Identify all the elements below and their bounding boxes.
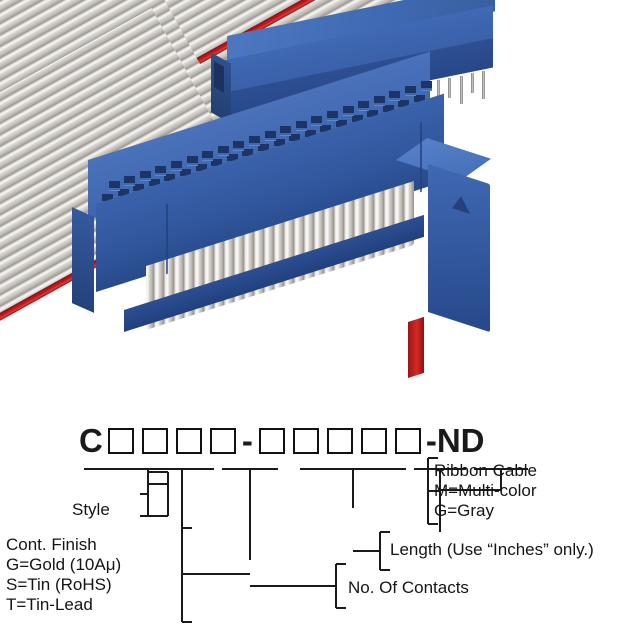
contact-hole <box>311 116 323 126</box>
callout-no-of-contacts-label: No. Of Contacts <box>348 578 469 597</box>
contact-hole <box>295 120 307 130</box>
contact-hole <box>102 194 113 203</box>
callout-ribbon-cable-option-gray: G=Gray <box>434 501 494 520</box>
contact-hole <box>273 139 285 149</box>
contact-hole <box>217 145 229 155</box>
contact-hole <box>186 155 198 165</box>
lower-connector-right-face <box>428 164 490 333</box>
contact-hole <box>373 96 385 106</box>
contact-hole <box>382 104 394 114</box>
contact-hole <box>389 91 401 101</box>
product-photo <box>0 0 603 412</box>
connector-pin <box>482 70 486 99</box>
contact-hole <box>264 130 276 140</box>
upper-connector-polarizing-notch <box>214 61 224 93</box>
callout-no-of-contacts: No. Of Contacts <box>348 578 469 598</box>
callout-contact-finish-option-tin: S=Tin (RoHS) <box>6 575 112 594</box>
contact-hole <box>367 109 379 119</box>
callout-contact-finish-option-tinlead: T=Tin-Lead <box>6 595 93 614</box>
callout-ribbon-cable: Ribbon Cable M=Multi-color G=Gray <box>434 461 537 521</box>
lower-connector <box>72 51 491 385</box>
contact-hole <box>242 149 254 159</box>
contact-hole <box>164 174 176 184</box>
pn-box-4[interactable] <box>209 427 236 454</box>
contact-hole <box>404 86 416 96</box>
callout-style: Style <box>72 500 110 520</box>
callout-contact-finish: Cont. Finish G=Gold (10Aμ) S=Tin (RoHS) … <box>6 535 121 615</box>
pn-box-2[interactable] <box>141 427 168 454</box>
contact-hole <box>180 169 191 179</box>
contact-hole <box>139 170 151 180</box>
contact-hole <box>326 111 338 121</box>
contact-hole <box>195 164 207 174</box>
callout-length-note: (Use “Inches” only.) <box>446 540 594 559</box>
connector-pin <box>471 73 474 94</box>
callout-contact-finish-option-gold: G=Gold (10Aμ) <box>6 555 122 574</box>
lower-connector-pin1-stripe <box>408 316 424 378</box>
contact-hole <box>248 135 260 145</box>
contact-hole <box>420 81 432 91</box>
contact-hole <box>280 125 292 135</box>
mold-seam <box>166 203 168 275</box>
callout-ribbon-cable-title: Ribbon Cable <box>434 461 538 480</box>
contact-hole <box>117 189 129 199</box>
contact-hole <box>148 179 160 189</box>
connector-pin <box>448 77 452 98</box>
contact-hole <box>202 150 214 160</box>
mold-seam <box>420 121 422 193</box>
contact-hole <box>351 114 363 124</box>
contact-hole <box>336 119 347 129</box>
callout-length: Length (Use “Inches” only.) <box>390 540 594 560</box>
contact-hole <box>320 124 332 134</box>
pn-suffix: -ND <box>425 422 485 459</box>
contact-hole <box>258 144 269 154</box>
callout-leader-lines <box>84 457 528 623</box>
pn-prefix: C <box>79 422 103 459</box>
pn-box-8[interactable] <box>360 427 387 454</box>
pn-box-9[interactable] <box>394 427 421 454</box>
pn-separator-1: - <box>241 422 253 459</box>
contact-hole <box>358 101 370 111</box>
contact-hole <box>398 99 410 109</box>
connector-pin <box>459 75 463 104</box>
pn-box-1[interactable] <box>107 427 134 454</box>
callout-contact-finish-title: Cont. Finish <box>6 535 97 554</box>
callout-length-label: Length <box>390 540 442 559</box>
pn-box-3[interactable] <box>175 427 202 454</box>
contact-hole <box>289 134 301 144</box>
contact-hole <box>155 165 167 175</box>
lower-connector-left-face <box>72 207 94 313</box>
pn-box-5[interactable] <box>258 427 285 454</box>
callout-style-label: Style <box>72 500 110 519</box>
contact-hole <box>124 175 136 185</box>
pn-box-7[interactable] <box>326 427 353 454</box>
contact-hole <box>226 154 238 164</box>
contact-hole <box>342 106 354 116</box>
contact-hole <box>108 180 120 190</box>
part-number-code: C - -ND <box>78 424 486 457</box>
contact-hole <box>170 160 182 170</box>
contact-hole <box>304 129 316 139</box>
callout-ribbon-cable-option-multicolor: M=Multi-color <box>434 481 537 500</box>
pn-box-6[interactable] <box>292 427 319 454</box>
contact-hole <box>133 184 145 194</box>
contact-hole <box>233 140 245 150</box>
contact-hole <box>211 159 223 169</box>
contact-hole <box>414 94 425 104</box>
part-number-breakdown: C - -ND <box>0 412 640 640</box>
